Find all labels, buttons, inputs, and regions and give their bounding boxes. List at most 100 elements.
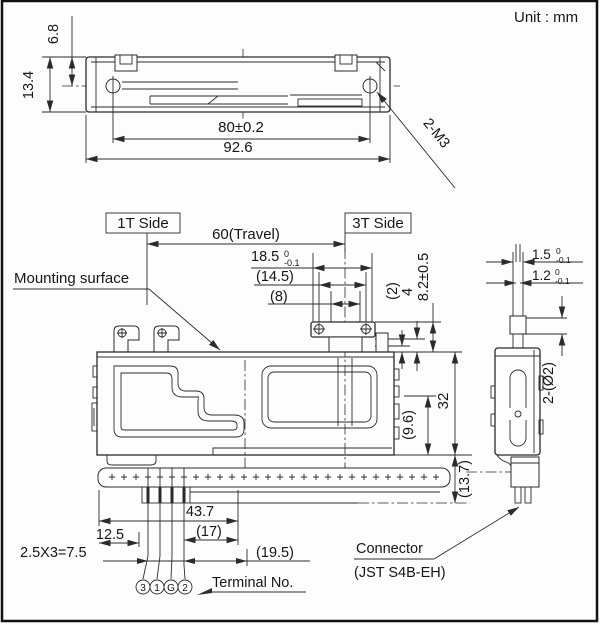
pitch-arrow-right bbox=[184, 558, 195, 564]
connector-callout: Connector (JST S4B-EH) bbox=[354, 506, 520, 581]
mounting-tab-3 bbox=[375, 332, 389, 353]
front-cutout-round-outer bbox=[261, 365, 378, 429]
dim-13-7: (13.7) bbox=[451, 455, 473, 503]
front-body-foot bbox=[106, 455, 157, 466]
dim-4-text: 4 bbox=[400, 288, 416, 296]
dim-1-5-tol-lower: -0.1 bbox=[556, 255, 571, 265]
top-view-notch-left bbox=[114, 54, 138, 72]
terminal-3: 3 bbox=[140, 583, 146, 594]
dim-14-5: (14.5) bbox=[254, 269, 367, 322]
side-lever-collar bbox=[509, 315, 527, 335]
front-cutout-round-inner bbox=[267, 371, 372, 423]
side-hole-small bbox=[514, 410, 522, 418]
top-view-outline bbox=[85, 56, 391, 113]
label-3t-side: 3T Side bbox=[352, 215, 403, 232]
dim-1-2: 1.2 0 -0.1 bbox=[486, 267, 583, 287]
dim-92-6: 92.6 bbox=[85, 115, 391, 163]
dim-19-5-text: (19.5) bbox=[256, 545, 294, 561]
strip-outline bbox=[97, 467, 451, 488]
dim-1-2-tol-lower: -0.1 bbox=[555, 276, 570, 286]
front-body-inner-lines bbox=[97, 356, 394, 455]
right-edge-tab-3 bbox=[393, 403, 400, 420]
side-left-tab-2 bbox=[490, 413, 496, 427]
dim-92-6-text: 92.6 bbox=[223, 139, 252, 156]
unit-label: Unit : mm bbox=[514, 9, 578, 26]
dim-pitch-row: 2.5X3=7.5 (19.5) bbox=[20, 503, 310, 566]
dim-43-7-text: 43.7 bbox=[186, 504, 214, 520]
dim-80: 80±0.2 bbox=[112, 96, 371, 143]
dim-1-2-text: 1.2 bbox=[532, 268, 551, 283]
top-view bbox=[62, 49, 400, 119]
dim-9-6-text: (9.6) bbox=[401, 410, 417, 440]
side-left-tab-1 bbox=[490, 385, 496, 399]
mounting-tab-2 bbox=[153, 325, 180, 353]
dim-18-5-tol-upper: 0 bbox=[284, 249, 289, 259]
top-view-notch-right-inner bbox=[339, 54, 353, 65]
dim-2-o2-text: 2-(Ø2) bbox=[541, 362, 557, 404]
terminal-numbers: 3 1 G 2 Terminal No. bbox=[135, 555, 306, 595]
dim-13-7-text: (13.7) bbox=[457, 460, 473, 498]
front-cutout-stepped-inner bbox=[120, 372, 238, 431]
dim-13-4: 13.4 bbox=[21, 56, 86, 113]
side-connector-pin-2 bbox=[524, 486, 532, 504]
dim-4: 4 bbox=[375, 288, 425, 371]
dim-13-4-text: 13.4 bbox=[21, 71, 37, 99]
dim-1-5-tol-upper: 0 bbox=[556, 246, 561, 256]
side-connector-pin-1 bbox=[514, 486, 522, 504]
side-view bbox=[466, 244, 544, 504]
dim-8: (8) bbox=[268, 289, 361, 322]
top-view-notch-right bbox=[334, 54, 358, 72]
right-edge-tab-2 bbox=[393, 385, 400, 398]
top-view-slider-lines bbox=[122, 81, 362, 105]
terminal-circle-2 bbox=[177, 579, 193, 595]
side-body-inner bbox=[495, 350, 540, 453]
dim-80-text: 80±0.2 bbox=[218, 119, 264, 136]
dim-8-text: (8) bbox=[270, 289, 288, 305]
top-view-notch-left-inner bbox=[119, 54, 133, 65]
span-arrow-right bbox=[236, 558, 247, 564]
dim-17: (17) bbox=[184, 524, 238, 544]
terminal-pins bbox=[146, 487, 186, 503]
dim-pitch-text: 2.5X3=7.5 bbox=[20, 545, 87, 561]
dim-18-5: 18.5 0 -0.1 bbox=[251, 249, 373, 322]
side-slot-upper bbox=[509, 369, 527, 408]
connector-label-line1: Connector bbox=[356, 541, 423, 557]
front-view bbox=[91, 248, 400, 472]
slider-in-window bbox=[337, 358, 353, 426]
mounting-surface-callout: Mounting surface bbox=[13, 270, 221, 351]
thread-leader bbox=[376, 91, 456, 189]
dim-2-text: (2) bbox=[385, 282, 401, 300]
side-right-tab-1 bbox=[538, 375, 544, 391]
dim-43-7: 43.7 bbox=[98, 490, 239, 545]
side-connector-detail bbox=[496, 454, 539, 467]
thread-label: 2-M3 bbox=[419, 116, 452, 152]
dim-6-8: 6.8 bbox=[46, 16, 86, 86]
dim-1-5-text: 1.5 bbox=[532, 247, 551, 262]
dim-14-5-text: (14.5) bbox=[256, 269, 294, 285]
front-cutout-stepped-outer bbox=[113, 365, 245, 438]
mounting-surface-leader bbox=[148, 288, 221, 351]
terminal-no-arrow bbox=[197, 588, 212, 595]
dim-1-2-tol-upper: 0 bbox=[555, 267, 560, 277]
dim-travel-text: 60(Travel) bbox=[212, 226, 280, 243]
terminal-1: 1 bbox=[154, 583, 160, 594]
side-connector-body bbox=[510, 456, 540, 488]
top-view-inner-lines bbox=[91, 57, 386, 112]
dim-8-2: 8.2±0.5 bbox=[375, 253, 462, 353]
side-right-tab-2 bbox=[538, 419, 544, 435]
dim-6-8-text: 6.8 bbox=[46, 24, 62, 44]
right-edge-tab-1 bbox=[393, 368, 400, 381]
label-box-1t bbox=[105, 212, 181, 234]
label-1t-side: 1T Side bbox=[117, 215, 168, 232]
left-edge-tab-1 bbox=[92, 365, 98, 378]
label-box-3t bbox=[344, 212, 412, 234]
dim-1-5: 1.5 0 -0.1 bbox=[486, 246, 583, 266]
side-labels: 1T Side 3T Side bbox=[105, 212, 412, 234]
mounting-tab-1 bbox=[113, 325, 140, 353]
dim-9-6: (9.6) bbox=[401, 395, 436, 455]
element-strip bbox=[97, 467, 470, 504]
side-lever-shaft bbox=[512, 244, 524, 348]
slider-stem bbox=[328, 336, 363, 353]
